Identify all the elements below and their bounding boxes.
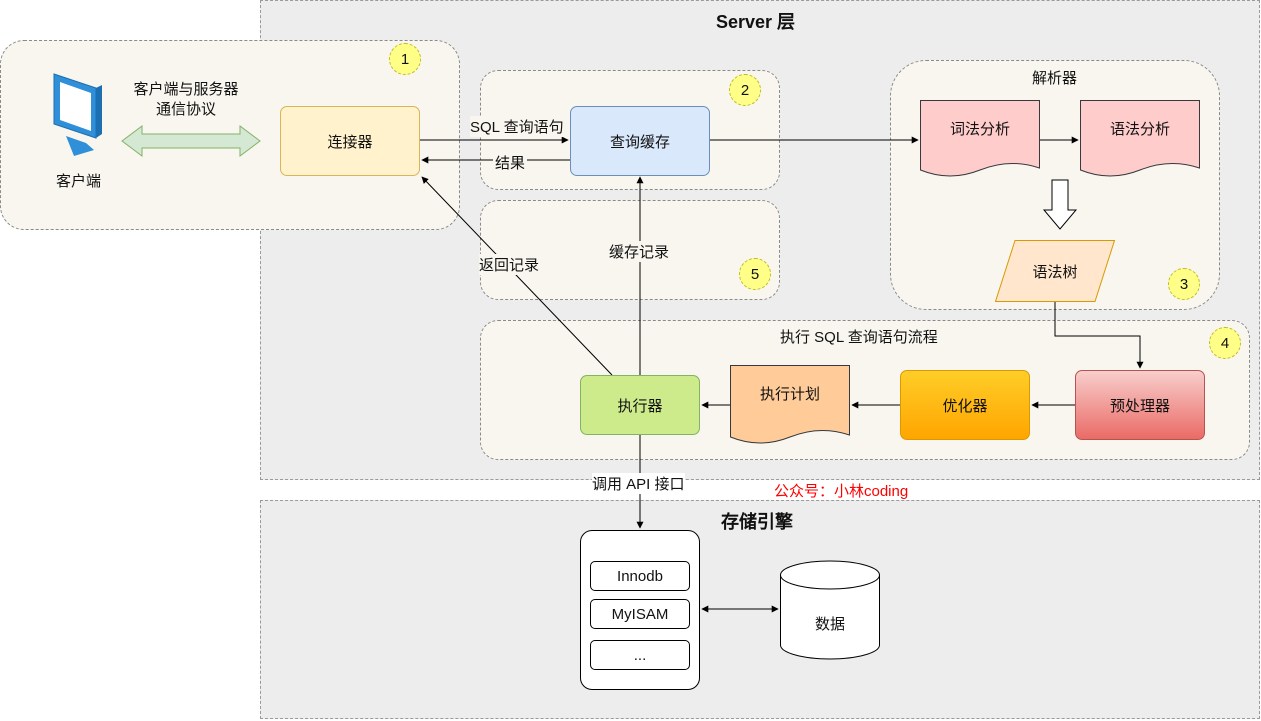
lexical-analysis-label: 词法分析 (949, 121, 1010, 138)
sql-query-label: SQL 查询语句 (470, 116, 564, 137)
badge-2: 2 (729, 74, 761, 106)
syntax-analysis-node: 语法分析 (1080, 100, 1200, 180)
engine-innodb: Innodb (590, 561, 690, 591)
client-label: 客户端 (56, 173, 102, 190)
return-record-arrow (421, 176, 613, 376)
syntax-tree-node: 语法树 (995, 240, 1115, 302)
client-monitor-icon (52, 72, 104, 160)
syntax-to-tree-arrow (1042, 179, 1078, 230)
watermark-text: 公众号：小林coding (774, 483, 909, 500)
protocol-double-arrow (121, 125, 261, 157)
execution-plan-label: 执行计划 (759, 386, 820, 403)
cache-record-group (480, 200, 780, 300)
engine-more: ... (590, 640, 690, 670)
return-record-label: 返回记录 (479, 254, 540, 275)
executor-node: 执行器 (580, 375, 700, 435)
preprocessor-node: 预处理器 (1075, 370, 1205, 440)
lexical-analysis-node: 词法分析 (920, 100, 1040, 180)
result-label: 结果 (493, 152, 528, 173)
badge-1: 1 (389, 43, 421, 75)
execution-plan-node: 执行计划 (730, 365, 850, 447)
execution-flow-title: 执行 SQL 查询语句流程 (780, 329, 938, 346)
cache-record-label: 缓存记录 (609, 241, 670, 262)
engine-myisam: MyISAM (590, 599, 690, 629)
connector-node: 连接器 (280, 106, 420, 176)
data-store-label: 数据 (814, 616, 845, 633)
data-store-cylinder: 数据 (780, 560, 880, 660)
parser-title: 解析器 (1032, 70, 1078, 87)
query-cache-node: 查询缓存 (570, 106, 710, 176)
badge-3: 3 (1168, 268, 1200, 300)
protocol-label: 客户端与服务器 通信协议 (133, 81, 239, 118)
syntax-analysis-label: 语法分析 (1109, 121, 1170, 138)
tree-to-preprocessor-arrow (1054, 302, 1144, 369)
optimizer-node: 优化器 (900, 370, 1030, 440)
server-layer-title: Server 层 (716, 12, 796, 32)
call-api-label: 调用 API 接口 (592, 473, 685, 494)
storage-engine-title: 存储引擎 (721, 512, 793, 532)
badge-4: 4 (1209, 327, 1241, 359)
syntax-tree-label: 语法树 (1032, 264, 1078, 281)
badge-5: 5 (739, 258, 771, 290)
